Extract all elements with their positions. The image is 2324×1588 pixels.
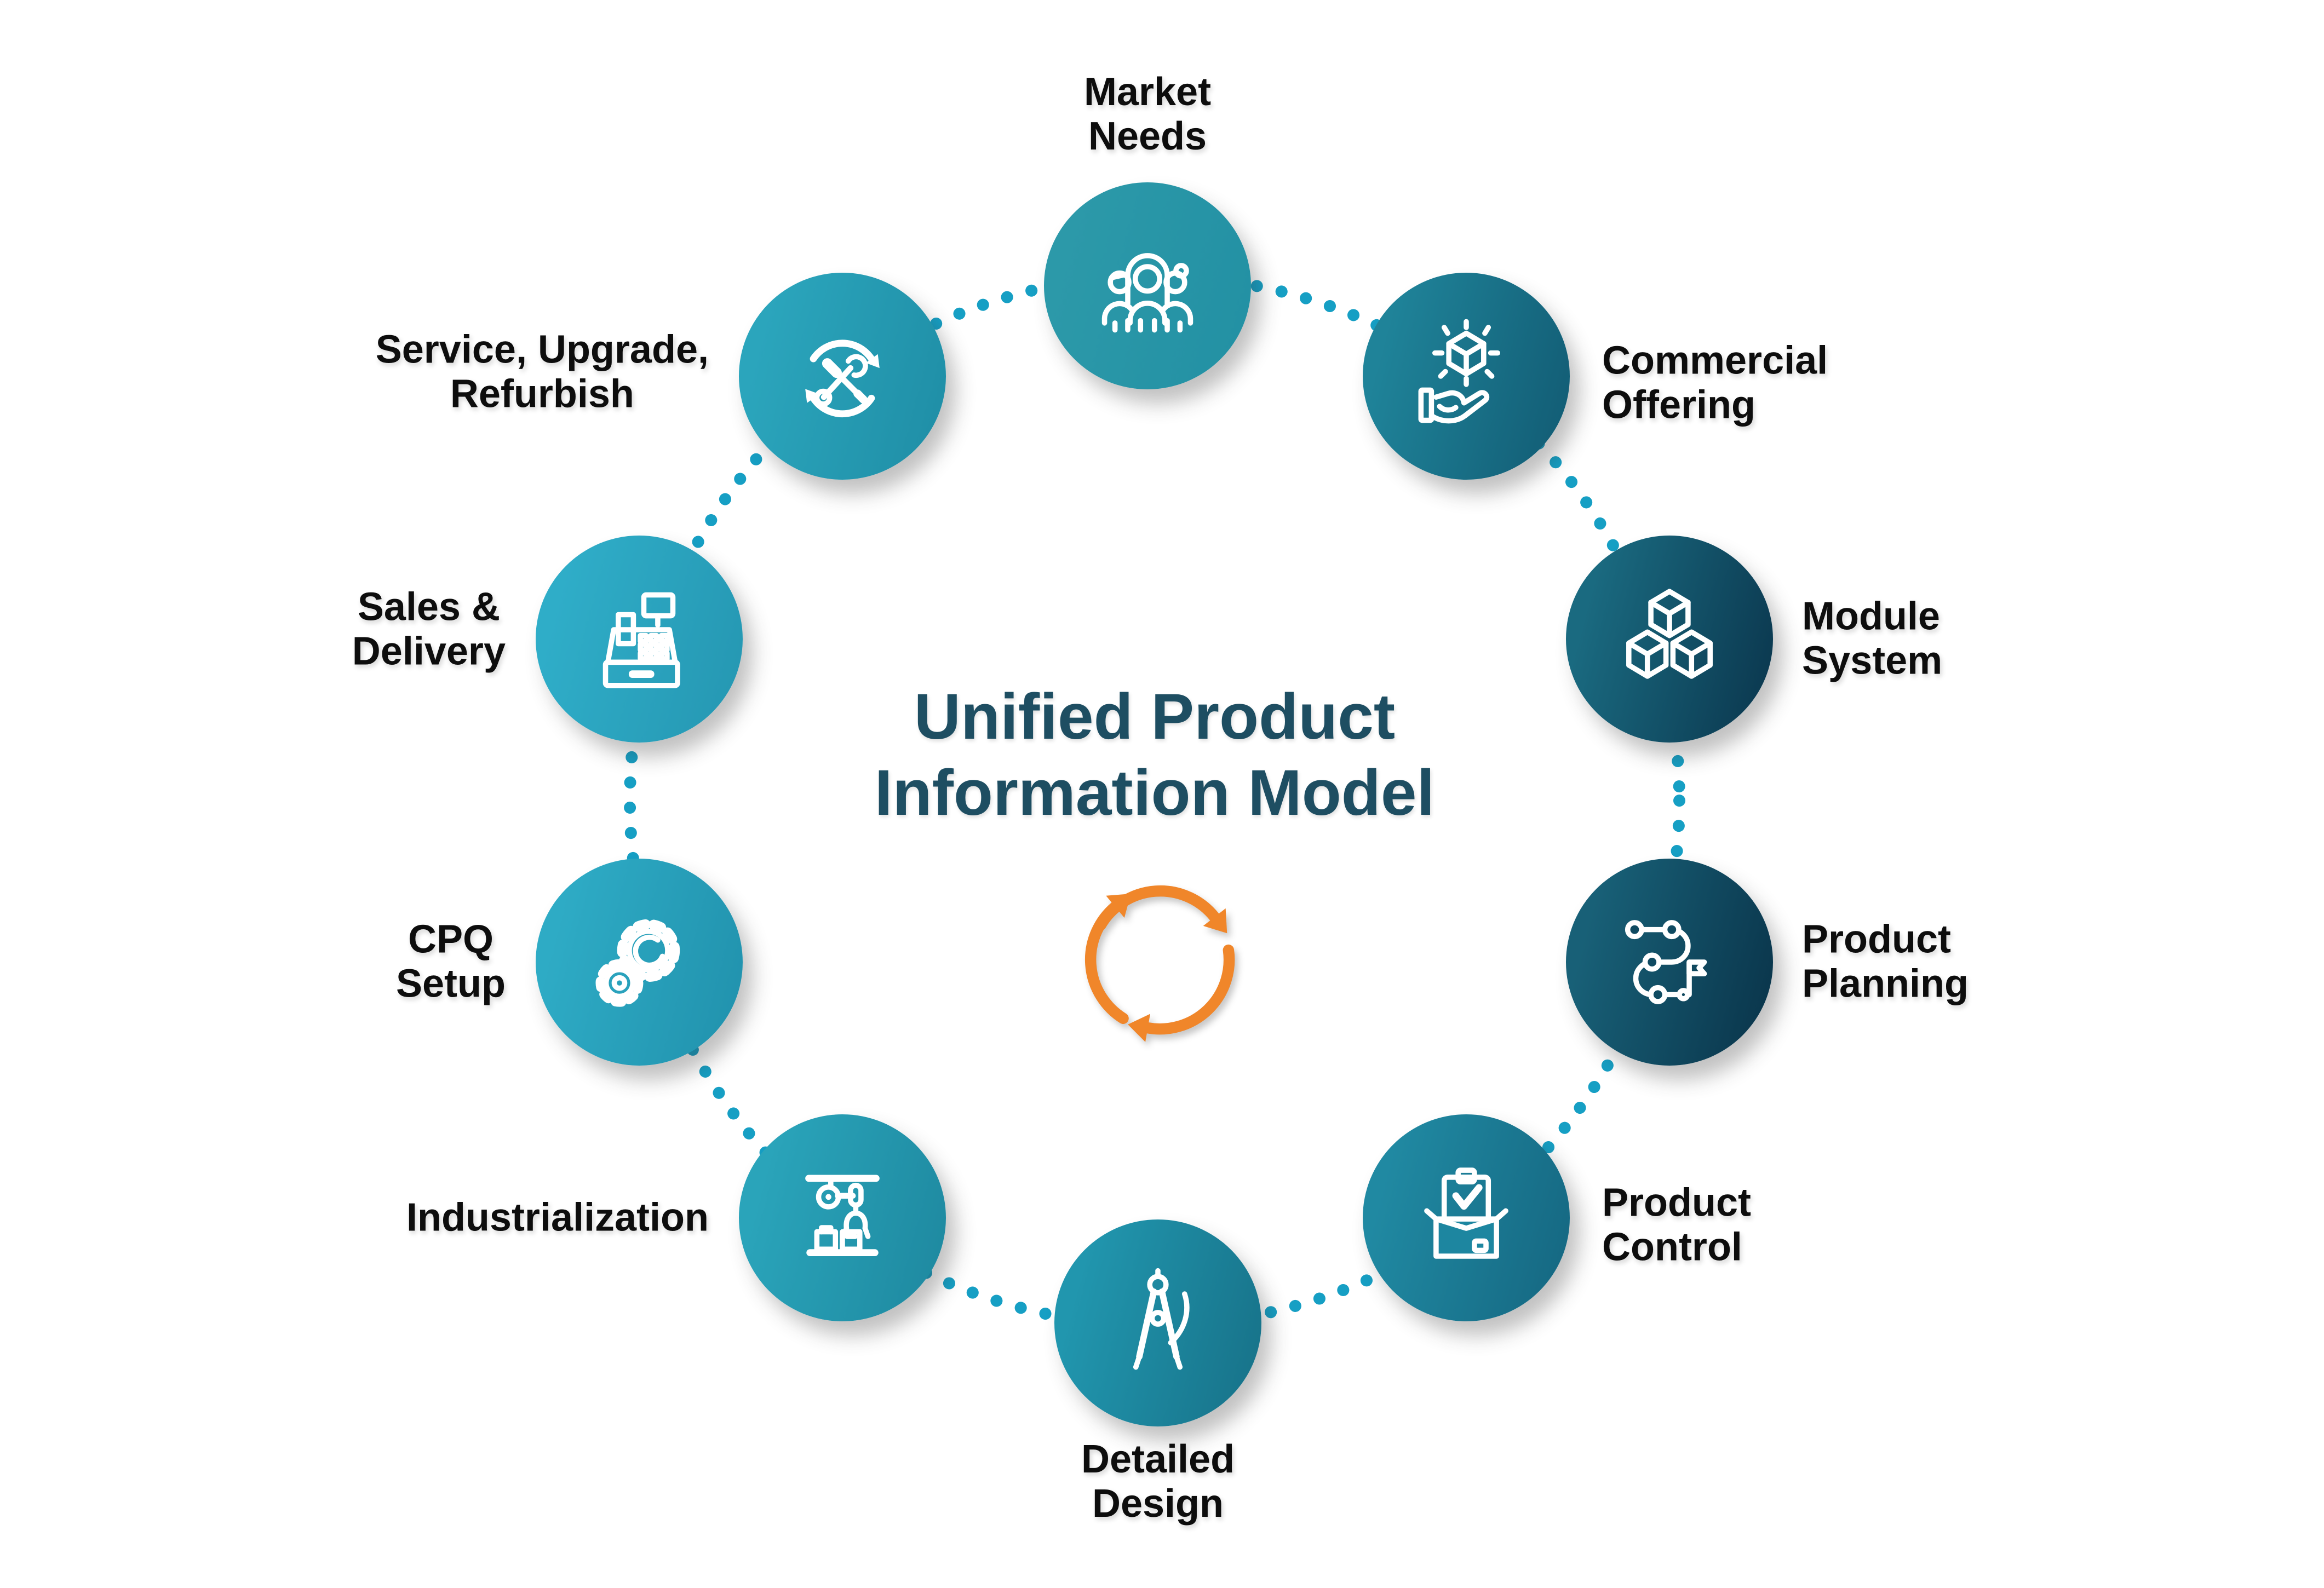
module-system-circle [1566, 536, 1773, 743]
sales-delivery-circle [536, 536, 743, 743]
drafting-compass-icon [1133, 1268, 1190, 1370]
commercial-offering-circle [1363, 273, 1570, 480]
cycle-arrows-icon [1084, 885, 1235, 1042]
industrialization-circle [739, 1114, 946, 1321]
cpq-setup-label: CPQ Setup [395, 917, 506, 1006]
detailed-design-circle [1054, 1219, 1261, 1426]
module-system-label: Module System [1802, 594, 1943, 683]
cash-register-icon [602, 592, 680, 688]
product-planning-label: Product Planning [1802, 917, 1969, 1006]
clipboard-check-box-icon [1424, 1167, 1508, 1259]
title-line-2: Information Model [874, 757, 1435, 830]
robot-arm-icon [805, 1175, 880, 1256]
cpq-setup-circle [536, 859, 743, 1066]
product-control-circle [1363, 1114, 1570, 1321]
service-upgrade-refurbish-label: Service, Upgrade, Refurbish [375, 327, 709, 416]
people-group-icon [1101, 253, 1193, 333]
stacked-cubes-icon [1626, 589, 1713, 679]
hand-box-icon [1418, 319, 1501, 424]
product-control-label: Product Control [1602, 1181, 1752, 1269]
commercial-offering-label: Commercial Offering [1602, 338, 1828, 427]
sales-delivery-label: Sales & Delivery [352, 585, 506, 674]
market-needs-label: Market Needs [1083, 70, 1212, 159]
market-needs-circle [1044, 182, 1251, 389]
tools-cycle-icon [805, 340, 880, 417]
detailed-design-label: Detailed Design [1081, 1437, 1235, 1526]
gears-icon [595, 919, 680, 1007]
roadmap-flag-icon [1625, 920, 1707, 1004]
industrialization-label: Industrialization [406, 1195, 709, 1240]
diagram-title: Unified Product Information Model [875, 679, 1435, 831]
service-upgrade-refurbish-circle [739, 273, 946, 480]
title-line-1: Unified Product [914, 681, 1396, 753]
product-planning-circle [1566, 859, 1773, 1066]
